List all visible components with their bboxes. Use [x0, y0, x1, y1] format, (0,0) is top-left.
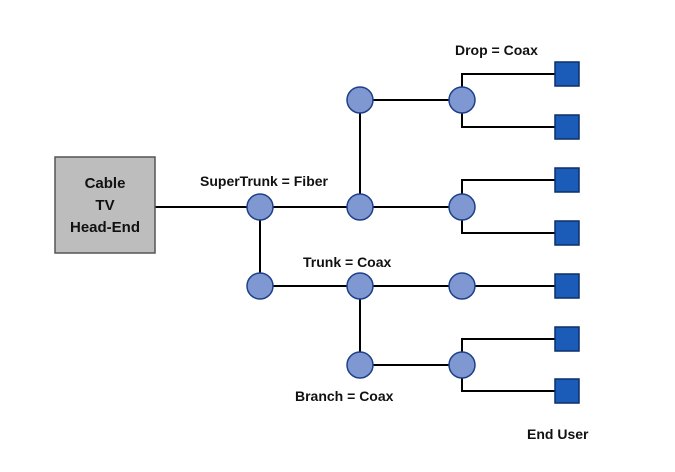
branch-riser-line: [359, 286, 462, 366]
node-drop-lower: [448, 351, 476, 379]
end-user-7: [554, 378, 580, 404]
node-branch-riser: [346, 351, 374, 379]
upper-riser-line: [359, 99, 462, 207]
supertrunk-label: SuperTrunk = Fiber: [200, 173, 329, 189]
node-supertrunk-split: [246, 193, 274, 221]
end-user-label: End User: [527, 426, 589, 442]
end-user-2: [554, 114, 580, 140]
branch-label: Branch = Coax: [295, 388, 394, 404]
end-user-3: [554, 167, 580, 193]
node-trunk-start: [246, 272, 274, 300]
trunk-label: Trunk = Coax: [303, 254, 392, 270]
upper-drop-fork: [461, 73, 555, 128]
connections: [155, 73, 555, 392]
node-supertrunk-mid: [346, 193, 374, 221]
node-trunk-mid: [346, 272, 374, 300]
headend-label-line2: TV: [95, 197, 114, 214]
node-drop-upper: [448, 86, 476, 114]
middle-drop-fork: [461, 179, 555, 234]
headend-box: [54, 156, 156, 254]
node-upper-riser: [346, 86, 374, 114]
headend-label-line3: Head-End: [70, 219, 140, 236]
end-user-5: [554, 273, 580, 299]
end-user-1: [554, 61, 580, 87]
node-trunk-end: [448, 272, 476, 300]
lower-drop-fork: [461, 338, 555, 392]
drop-label: Drop = Coax: [455, 42, 538, 58]
end-user-6: [554, 326, 580, 352]
end-user-4: [554, 220, 580, 246]
nodes: [246, 86, 476, 379]
headend-label-line1: Cable: [85, 175, 126, 192]
end-users: [554, 61, 580, 404]
node-drop-middle: [448, 193, 476, 221]
